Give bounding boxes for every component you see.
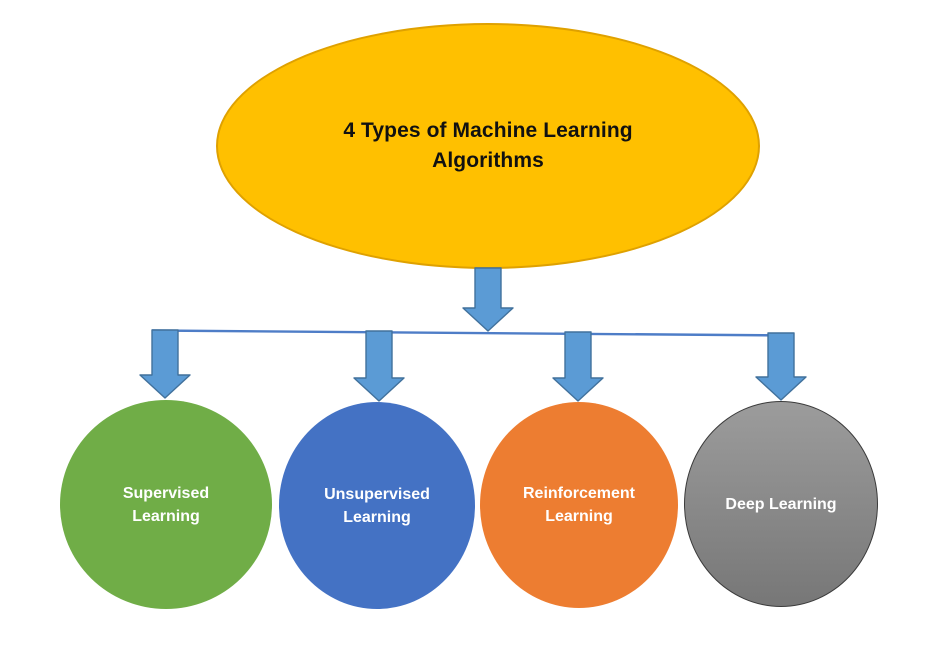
diagram-title: 4 Types of Machine Learning Algorithms xyxy=(343,119,633,172)
node-label-unsupervised: Unsupervised Learning xyxy=(324,485,430,526)
node-label-supervised: Supervised Learning xyxy=(122,484,210,525)
arrow-down-reinforcement xyxy=(552,331,604,402)
root-node-ellipse: 4 Types of Machine Learning Algorithms xyxy=(216,23,760,269)
arrow-down-unsupervised xyxy=(353,330,405,402)
arrow-down-deep xyxy=(755,332,807,401)
arrow-down-root xyxy=(462,267,514,332)
node-unsupervised-learning: Unsupervised Learning xyxy=(279,402,475,609)
node-reinforcement-learning: Reinforcement Learning xyxy=(480,402,678,608)
node-supervised-learning: Supervised Learning xyxy=(60,400,272,609)
node-label-reinforcement: Reinforcement Learning xyxy=(522,485,636,525)
arrow-down-supervised xyxy=(139,329,191,399)
node-label-deep: Deep Learning xyxy=(725,495,837,513)
node-deep-learning: Deep Learning xyxy=(684,401,878,607)
connector-line xyxy=(151,329,795,337)
